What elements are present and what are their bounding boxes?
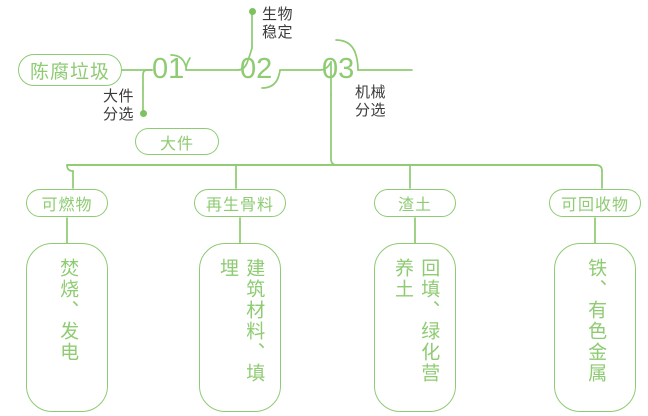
node-category-aggregate[interactable]: 再生骨料 <box>194 189 286 217</box>
node-source-waste-label: 陈腐垃圾 <box>29 61 110 83</box>
node-treatment-recyclable[interactable]: 铁、有色金属 <box>554 243 636 412</box>
stage-label-01-process: 大件 分选 <box>102 88 134 123</box>
wire-02-left-arc-up <box>246 47 253 64</box>
wire-03-drop-to-bus <box>330 94 338 166</box>
node-treatment-slag-label: 回填、绿化营养土 <box>392 258 440 384</box>
node-category-slag[interactable]: 渣土 <box>374 189 456 217</box>
stage-number-03[interactable]: 03 <box>322 53 355 85</box>
wire-01-top-arc <box>170 54 187 68</box>
wire-02-bottom-arc2 <box>277 69 281 79</box>
node-treatment-aggregate[interactable]: 建筑材料、填埋 <box>199 243 281 412</box>
node-output-bulky[interactable]: 大件 <box>135 128 219 155</box>
stage-label-03-process: 机械 分选 <box>355 84 387 119</box>
wire-02-bottom-arc <box>261 77 279 89</box>
wire-03-top-arc2 <box>354 51 359 71</box>
wire-distribution-bus <box>66 164 603 172</box>
node-treatment-slag[interactable]: 回填、绿化营养土 <box>374 243 456 412</box>
wire-01-arc-join <box>185 57 191 71</box>
node-dot-bulky <box>140 110 147 117</box>
stage-number-02[interactable]: 02 <box>240 53 273 85</box>
node-category-recyclable[interactable]: 可回收物 <box>549 189 641 217</box>
node-treatment-aggregate-label: 建筑材料、填埋 <box>217 258 265 384</box>
wire-03-top-arc <box>335 39 356 53</box>
node-category-combustible-label: 可燃物 <box>41 197 93 214</box>
node-category-recyclable-label: 可回收物 <box>560 197 629 214</box>
stage-label-02-process: 生物 稳定 <box>262 6 294 41</box>
node-output-bulky-label: 大件 <box>159 135 194 153</box>
node-treatment-combustible-label: 焚烧、发电 <box>57 258 79 363</box>
node-source-waste[interactable]: 陈腐垃圾 <box>18 54 122 86</box>
node-treatment-recyclable-label: 铁、有色金属 <box>585 258 607 384</box>
stage-number-01[interactable]: 01 <box>152 53 185 85</box>
wire-01-left-bracket <box>142 69 153 89</box>
node-dot-biostable <box>249 8 256 15</box>
node-category-slag-label: 渣土 <box>397 197 432 214</box>
node-treatment-combustible[interactable]: 焚烧、发电 <box>26 243 108 412</box>
node-category-combustible[interactable]: 可燃物 <box>26 189 108 217</box>
wire-02-left-arc <box>237 62 248 71</box>
node-category-aggregate-label: 再生骨料 <box>205 197 274 214</box>
